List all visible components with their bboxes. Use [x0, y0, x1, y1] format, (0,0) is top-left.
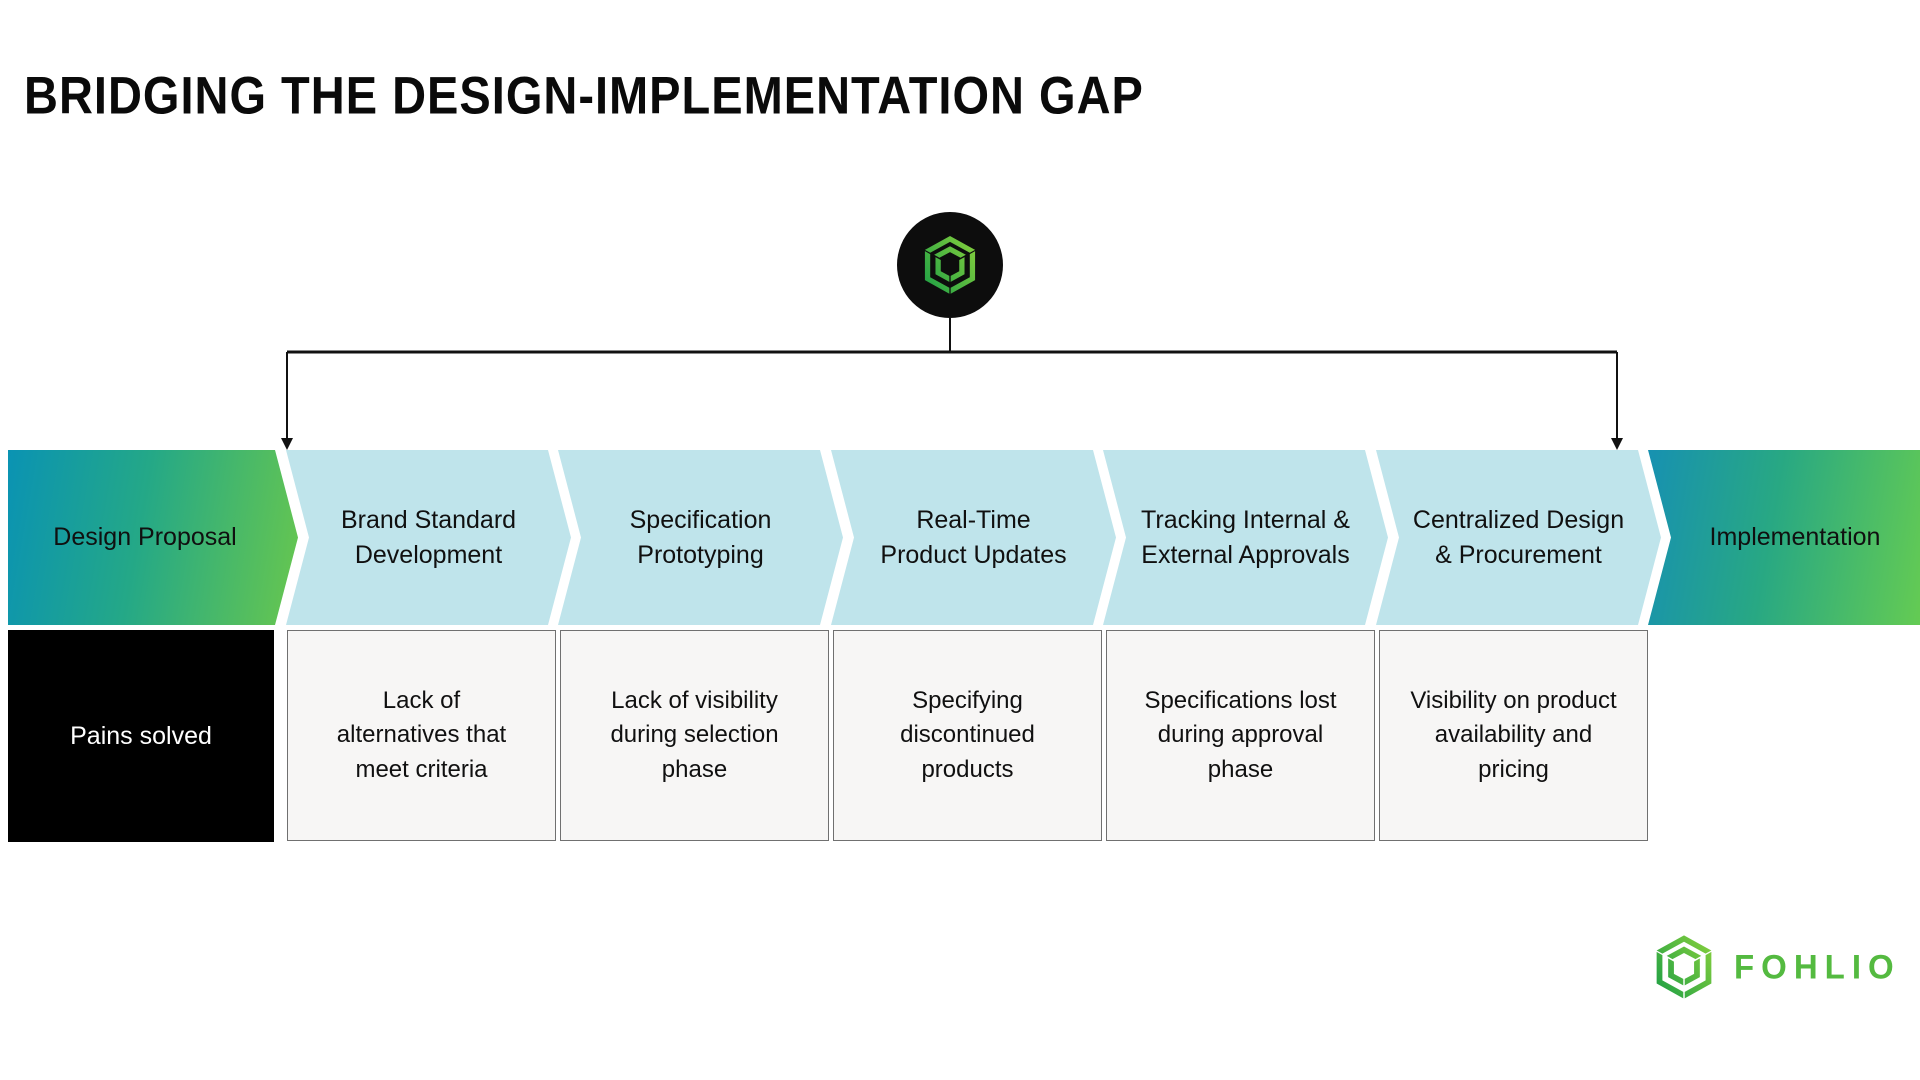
stage-label: Tracking Internal & External Approvals [1141, 506, 1350, 569]
stage-design-proposal: Design Proposal [8, 450, 298, 625]
fohlio-badge [897, 212, 1003, 318]
stage-label: Specification Prototyping [629, 506, 772, 569]
page-title: BRIDGING THE DESIGN-IMPLEMENTATION GAP [24, 65, 1144, 125]
stage-implementation: Implementation [1648, 450, 1920, 625]
stage-label: Centralized Design & Procurement [1412, 506, 1625, 569]
stage-label: Implementation [1709, 523, 1881, 552]
pain-box: Visibility on product availability and p… [1379, 630, 1648, 841]
stage-brand-standard-development: Brand Standard Development [286, 450, 571, 625]
pain-box: Lack of visibility during selection phas… [560, 630, 829, 841]
process-band: Design Proposal Brand Standard Developme… [0, 450, 1920, 625]
fohlio-cube-icon [1656, 935, 1712, 999]
pain-box: Lack of alternatives that meet criteria [287, 630, 556, 841]
pain-box: Specifying discontinued products [833, 630, 1102, 841]
stage-tracking-approvals: Tracking Internal & External Approvals [1103, 450, 1388, 625]
fohlio-wordmark: FOHLIO [1734, 947, 1901, 986]
fohlio-logo: FOHLIO [1648, 928, 1901, 1006]
arrow-down-icon [1611, 438, 1623, 450]
arrow-down-icon [281, 438, 293, 450]
stage-label: Design Proposal [53, 523, 237, 552]
stage-specification-prototyping: Specification Prototyping [558, 450, 843, 625]
stage-real-time-product-updates: Real-Time Product Updates [831, 450, 1116, 625]
fohlio-cube-icon [924, 235, 976, 294]
stage-centralized-design-procurement: Centralized Design & Procurement [1376, 450, 1661, 625]
stage-label: Brand Standard Development [340, 506, 517, 569]
pains-solved-header: Pains solved [8, 630, 274, 842]
stage-label: Real-Time Product Updates [880, 506, 1067, 569]
pain-box: Specifications lost during approval phas… [1106, 630, 1375, 841]
